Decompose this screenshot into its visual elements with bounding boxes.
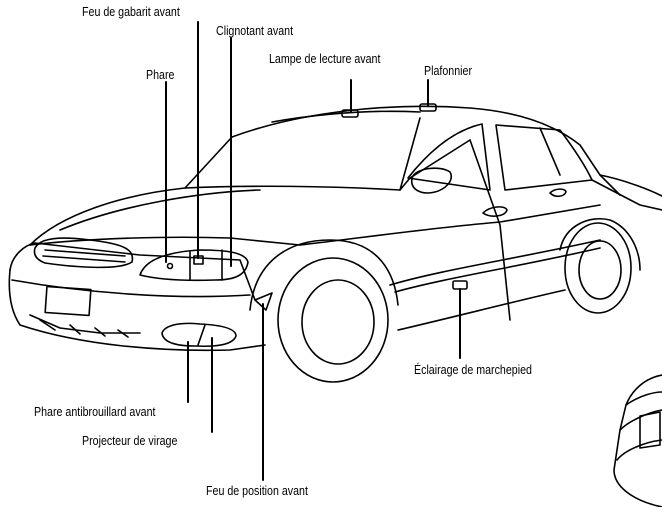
car-body [8,103,662,383]
label-step-light: Éclairage de marchepied [414,362,532,377]
label-headlight: Phare [146,67,175,82]
label-side-marker-front: Feu de gabarit avant [82,4,180,19]
leader-lines [165,21,461,481]
label-position-light-front: Feu de position avant [206,483,308,498]
label-cornering-light: Projecteur de virage [82,433,178,448]
label-dome-light: Plafonnier [424,63,473,78]
label-turn-signal-front: Clignotant avant [216,23,294,38]
label-fog-light-front: Phare antibrouillard avant [34,404,156,419]
rear-car-partial [613,374,662,507]
label-reading-lamp-front: Lampe de lecture avant [269,51,381,66]
